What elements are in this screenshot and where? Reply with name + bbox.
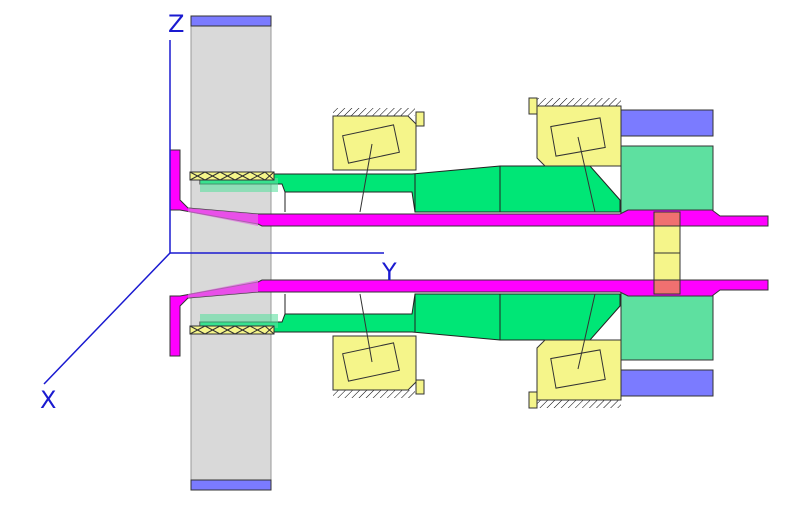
coupling-bottom-red [653, 279, 681, 295]
z-axis-label: Z [168, 10, 185, 38]
hub-upper-inner [200, 178, 278, 192]
disk-top-cap [190, 15, 272, 27]
shaft-cone-upper [188, 208, 258, 226]
bearing-right-top [528, 97, 622, 213]
coupling-yellow-a [653, 225, 681, 254]
main-shaft [169, 149, 769, 357]
coordinate-axes [43, 40, 384, 385]
coupling-yellow-b [653, 252, 681, 281]
hub-tube [199, 165, 621, 341]
spring-upper [189, 171, 275, 181]
hub-lower-inner [200, 314, 278, 328]
spring-lower [189, 325, 275, 335]
coupling-top-red [653, 211, 681, 227]
bearing-left-bottom [332, 293, 425, 398]
disk-bottom-cap [190, 479, 272, 491]
right-flange [620, 109, 714, 397]
flange-bottom-cap [620, 369, 714, 397]
bearing-left-top [332, 108, 425, 213]
x-axis [43, 252, 171, 385]
shaft-cone-lower [188, 280, 258, 298]
x-axis-label: X [40, 386, 57, 414]
flange-top-block [620, 145, 714, 215]
flange-bottom-block [620, 291, 714, 361]
y-axis-label: Y [382, 258, 397, 286]
coupling [653, 211, 681, 295]
flange-top-cap [620, 109, 714, 137]
bearing-right-bottom [528, 293, 622, 409]
